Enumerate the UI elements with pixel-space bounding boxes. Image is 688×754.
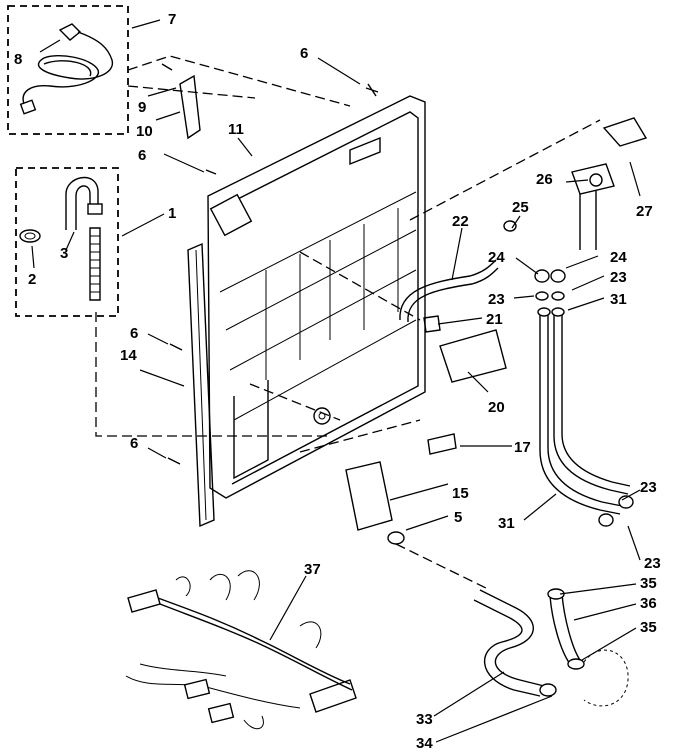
label-26: 26	[536, 171, 553, 188]
label-23-left: 23	[488, 291, 505, 308]
label-24-right: 24	[610, 249, 627, 266]
label-14: 14	[120, 347, 137, 364]
label-9: 9	[138, 99, 146, 116]
label-24-left: 24	[488, 249, 505, 266]
inlet-hoses	[534, 269, 634, 527]
label-6-bottom: 6	[130, 435, 138, 452]
power-cord	[19, 23, 113, 115]
inlet-hose-assembly	[19, 176, 103, 301]
label-31-bottom: 31	[498, 515, 515, 532]
fill-hose	[399, 259, 497, 321]
label-3: 3	[60, 245, 68, 262]
label-17: 17	[514, 439, 531, 456]
valve-bracket	[602, 117, 648, 147]
label-6-left: 6	[130, 325, 138, 342]
label-6-top: 6	[300, 45, 308, 62]
side-strip	[187, 242, 215, 528]
label-31-top: 31	[610, 291, 627, 308]
label-2: 2	[28, 271, 36, 288]
label-23-right: 23	[610, 269, 627, 286]
label-15: 15	[452, 485, 469, 502]
label-33: 33	[416, 711, 433, 728]
label-5: 5	[454, 509, 462, 526]
label-36: 36	[640, 595, 657, 612]
label-25: 25	[512, 199, 529, 216]
label-23-lower-top: 23	[640, 479, 657, 496]
label-34: 34	[416, 735, 433, 752]
rear-panel	[207, 95, 426, 499]
water-valve	[571, 163, 615, 250]
label-27: 27	[636, 203, 653, 220]
label-6-mid: 6	[138, 147, 146, 164]
label-1: 1	[168, 205, 176, 222]
label-10: 10	[136, 123, 153, 140]
leader-lines	[31, 19, 641, 743]
label-22: 22	[452, 213, 469, 230]
screws	[161, 63, 379, 465]
part-labels: 7 8 6 9 10 11 6 1 3 2 6 14 6 22 25 26 27…	[14, 11, 661, 752]
label-21: 21	[486, 311, 503, 328]
label-11: 11	[228, 121, 244, 138]
drain-hose	[473, 589, 557, 697]
label-23-lower-bottom: 23	[644, 555, 661, 572]
inlet-hose-kit-box	[15, 167, 119, 317]
wiring-harness	[125, 570, 357, 730]
label-35-bottom: 35	[640, 619, 657, 636]
label-7: 7	[168, 11, 176, 28]
label-8: 8	[14, 51, 22, 68]
label-20: 20	[488, 399, 505, 416]
label-37: 37	[304, 561, 321, 578]
label-35-top: 35	[640, 575, 657, 592]
drain-housing	[345, 461, 393, 531]
